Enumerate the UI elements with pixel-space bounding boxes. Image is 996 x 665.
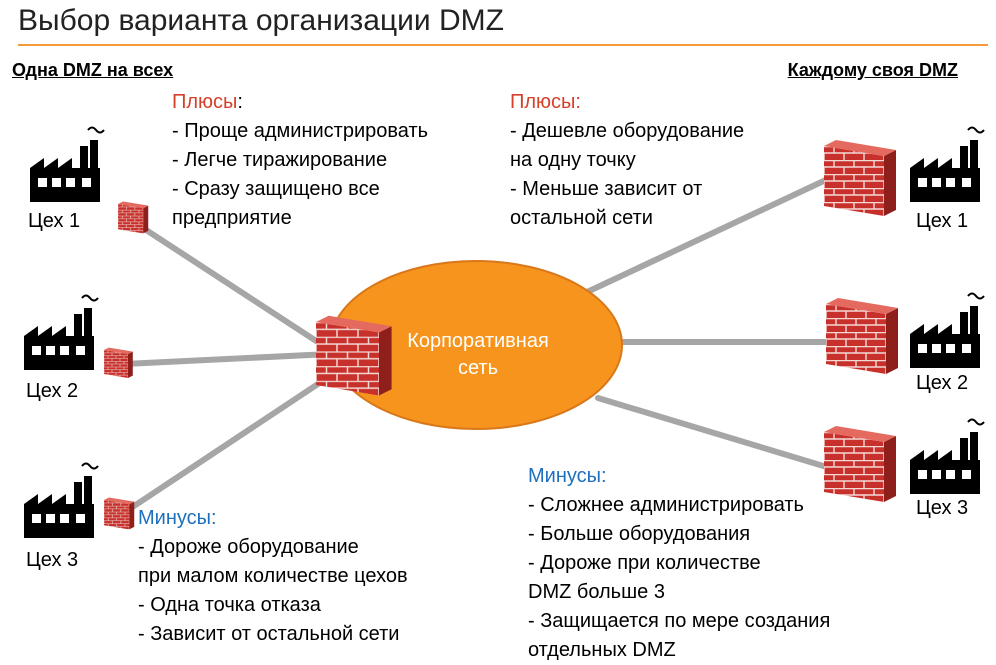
factory-icon: [909, 418, 985, 495]
right-shop1-label: Цех 1: [916, 210, 969, 232]
link-right-shop1: [567, 175, 833, 303]
title-divider: [18, 44, 988, 46]
network-label-line1: Корпоративная: [407, 330, 549, 352]
network-label: Корпоративная сеть: [380, 328, 576, 382]
link-left-shop1: [137, 223, 333, 353]
right-pros-line: - Дешевле оборудование: [510, 120, 745, 142]
link-right-shop3: [595, 395, 833, 471]
right-shop2-label: Цех 2: [916, 372, 969, 394]
left-pros-line: - Легче тиражирование: [172, 149, 388, 171]
right-cons: Минусы: - Сложнее администрировать - Бол…: [528, 462, 830, 665]
left-cons-line: - Одна точка отказа: [138, 594, 321, 616]
factory-icon: [909, 126, 985, 203]
right-pros: Плюсы: - Дешевле оборудование на одну то…: [510, 88, 744, 233]
page-title: Выбор варианта организации DMZ: [18, 4, 504, 37]
factory-icon: [23, 462, 99, 539]
left-heading: Одна DMZ на всех: [12, 60, 174, 80]
factory-icon: [29, 126, 105, 203]
right-pros-line: - Меньше зависит от: [510, 178, 703, 200]
right-cons-line: - Больше оборудования: [528, 523, 751, 545]
left-pros-heading: Плюсы:: [172, 91, 243, 113]
left-cons-heading: Минусы:: [138, 507, 217, 529]
right-pros-heading: Плюсы:: [510, 91, 581, 113]
right-cons-line: - Сложнее администрировать: [528, 494, 804, 516]
right-cons-line: - Защищается по мере создания: [528, 610, 831, 632]
left-cons: Минусы: - Дороже оборудование при малом …: [138, 504, 408, 649]
left-pros-line: - Сразу защищено все: [172, 178, 380, 200]
firewall-icon: [826, 298, 898, 374]
left-shop3-label: Цех 3: [26, 549, 79, 571]
factory-icon: [23, 294, 99, 371]
left-cons-line: - Дороже оборудование: [138, 536, 359, 558]
firewall-icon: [824, 426, 896, 502]
left-shop1-label: Цех 1: [28, 210, 81, 232]
link-left-shop3: [125, 373, 333, 513]
left-pros-line: - Проще администрировать: [172, 120, 429, 142]
firewall-icon: [824, 140, 896, 216]
left-shop2-label: Цех 2: [26, 380, 79, 402]
right-cons-heading: Минусы:: [528, 465, 607, 487]
network-links: [121, 175, 833, 513]
firewall-icon: [104, 497, 135, 530]
right-pros-line: остальной сети: [510, 207, 653, 229]
right-shop3-label: Цех 3: [916, 497, 969, 519]
left-cons-line: при малом количестве цехов: [138, 565, 408, 587]
firewall-icon: [118, 201, 149, 234]
left-cons-line: - Зависит от остальной сети: [138, 623, 400, 645]
link-left-shop2: [121, 351, 333, 367]
right-heading: Каждому своя DMZ: [787, 60, 958, 80]
right-cons-line: DMZ больше 3: [528, 581, 665, 603]
right-cons-line: отдельных DMZ: [528, 639, 676, 661]
right-pros-line: на одну точку: [510, 149, 636, 171]
left-pros-line: предприятие: [172, 207, 292, 229]
right-cons-line: - Дороже при количестве: [528, 552, 761, 574]
network-label-line2: сеть: [457, 357, 499, 379]
firewall-icon: [104, 347, 133, 378]
left-pros: Плюсы: - Проще администрировать - Легче …: [172, 88, 428, 233]
factory-icon: [909, 292, 985, 369]
